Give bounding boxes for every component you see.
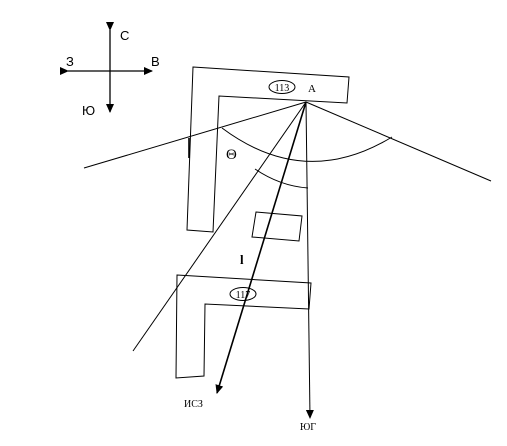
ray-left <box>132 101 307 352</box>
building-113 <box>186 66 350 233</box>
arrow-south <box>305 101 314 419</box>
arrow-south-label: ЮГ <box>300 422 316 433</box>
angle-arc <box>254 168 309 189</box>
building-117-badge <box>229 287 257 301</box>
compass-east-label: В <box>151 54 160 69</box>
compass-north-label: С <box>120 28 129 43</box>
horizon-line-east <box>305 101 492 182</box>
compass-west-label: З <box>66 54 74 69</box>
building-117-outline <box>175 274 312 379</box>
horizon-lines <box>83 101 492 182</box>
building-113-label: 113 <box>275 83 290 94</box>
compass-south-label: Ю <box>82 103 95 118</box>
compass <box>60 22 153 113</box>
building-117-label: 117 <box>236 290 251 301</box>
sky-arc <box>221 127 393 162</box>
small-building <box>251 211 303 242</box>
angle-theta-label: Θ <box>226 147 237 163</box>
arrow-isz <box>215 101 307 394</box>
building-113-badge <box>268 80 296 94</box>
horizon-line-west <box>83 101 307 169</box>
point-a-label: A <box>308 83 316 95</box>
distance-l-label: l <box>240 252 244 267</box>
arrow-isz-label: ИСЗ <box>184 399 203 410</box>
building-113-outline <box>186 66 350 233</box>
